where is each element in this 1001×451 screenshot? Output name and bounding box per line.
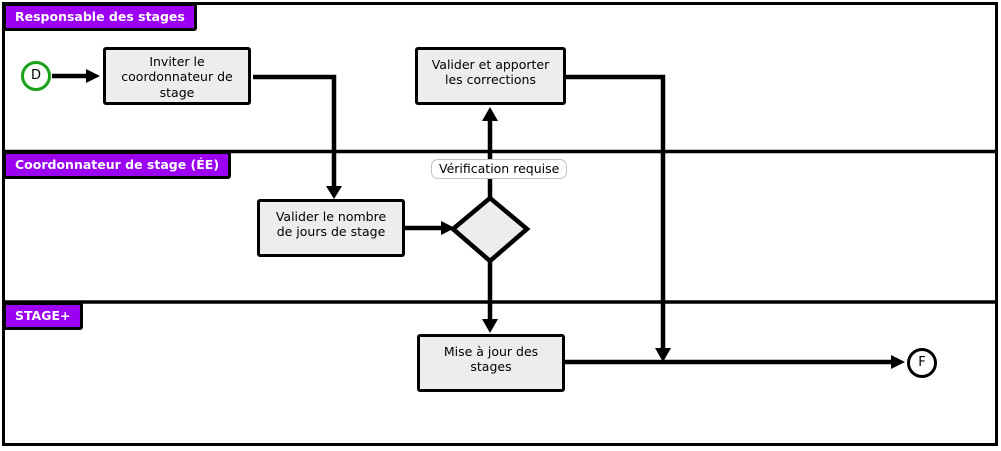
lane-label-responsable-des-stages: Responsable des stages [3,3,197,31]
arrowhead-validate-days-to-gateway [441,221,455,235]
arrowhead-start-to-invite [86,69,100,83]
task-valider-nombre-jours: Valider le nombre de jours de stage [257,199,405,257]
arrowhead-update-to-end [891,355,905,369]
edge-label-verification-requise: Vérification requise [431,159,568,179]
arrowhead-invite-to-validate-days [326,186,342,199]
start-event-circle: D [21,61,51,91]
task-mise-a-jour-stages: Mise à jour des stages [417,334,565,392]
task-valider-apporter-corrections: Valider et apporter les corrections [415,47,566,105]
pool-border [2,2,998,446]
arrowhead-gateway-to-update [482,319,498,333]
lane-label-coordonnateur-de-stage: Coordonnateur de stage (ÉE) [3,151,232,179]
decision-gateway [449,195,531,264]
end-event-circle: F [907,348,937,378]
edge-corrections-to-merge [566,74,666,348]
task-inviter-coordonnateur: Inviter le coordonnateur de stage [103,47,251,105]
lane-label-stage-plus: STAGE+ [3,302,83,330]
arrowhead-corrections-to-merge [655,348,671,362]
edge-invite-to-validate-days [253,74,337,186]
arrowhead-gateway-to-corrections [482,107,498,121]
